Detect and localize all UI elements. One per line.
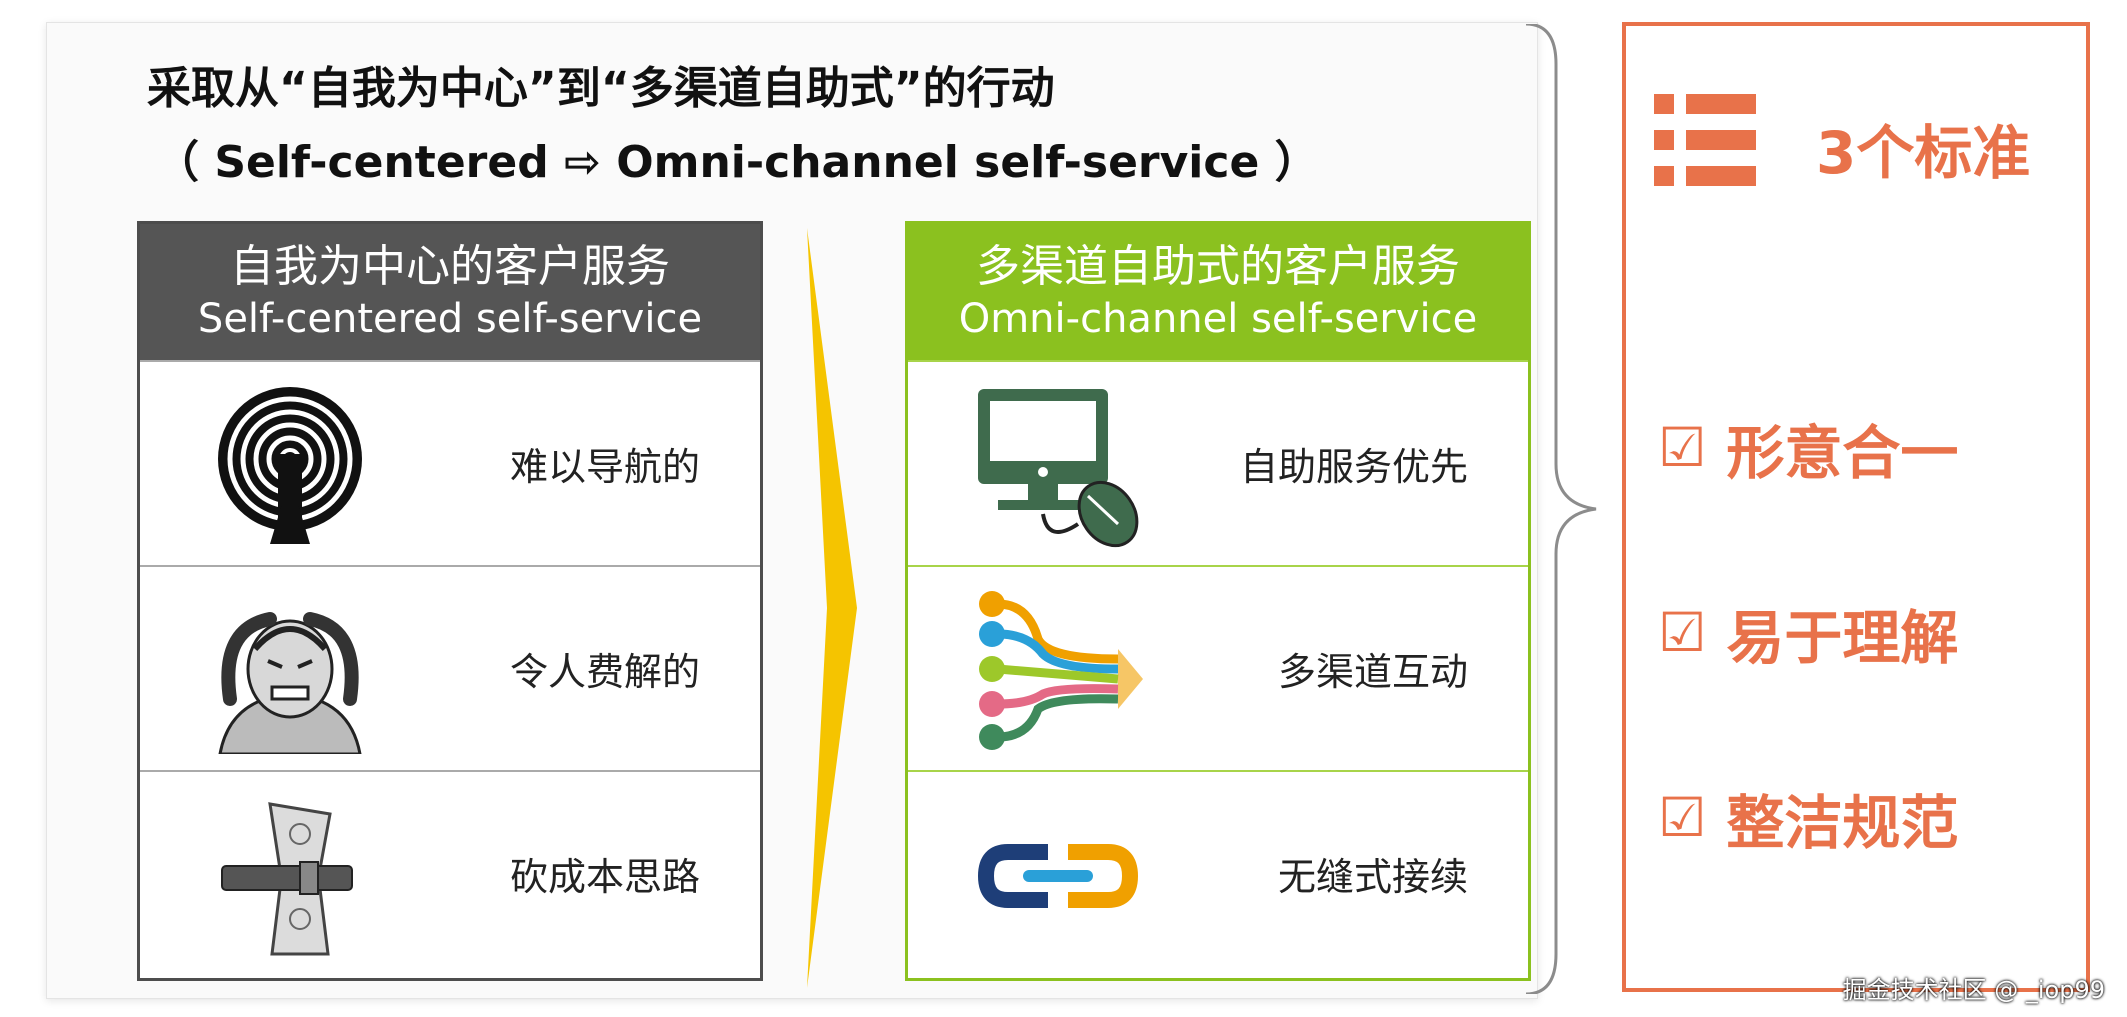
title-line-1: 采取从“自我为中心”到“多渠道自助式”的行动	[147, 63, 1055, 114]
omni-channel-header-en: Omni-channel self-service	[958, 296, 1478, 342]
standards-box: 3个标准 ☑ 形意合一 ☑ 易于理解 ☑ 整洁规范	[1622, 22, 2090, 992]
standard-item: ☑ 整洁规范	[1658, 776, 1958, 860]
slide: 采取从“自我为中心”到“多渠道自助式”的行动 （ Self-centered ⇨…	[46, 22, 1538, 999]
omni-channel-header: 多渠道自助式的客户服务 Omni-channel self-service	[908, 224, 1528, 360]
checkbox-icon: ☑	[1658, 601, 1707, 664]
maze-icon	[218, 387, 362, 544]
self-centered-header-zh: 自我为中心的客户服务	[230, 241, 670, 292]
checkbox-icon: ☑	[1658, 416, 1707, 479]
frustrated-man-icon	[218, 612, 362, 754]
self-centered-header-en: Self-centered self-service	[197, 296, 703, 342]
chain-link-icon	[977, 844, 1139, 908]
checkbox-icon: ☑	[1658, 786, 1707, 849]
list-item: 多渠道互动	[908, 565, 1528, 770]
list-item: 自助服务优先	[908, 360, 1528, 565]
multichannel-arrows-icon	[979, 591, 1143, 750]
omni-channel-header-zh: 多渠道自助式的客户服务	[976, 241, 1460, 292]
squeezed-money-icon	[221, 802, 353, 956]
row-label: 无缝式接续	[1277, 855, 1468, 899]
brace-icon	[1525, 24, 1597, 994]
standard-item: ☑ 形意合一	[1658, 406, 1958, 490]
standards-title: 3个标准	[1816, 119, 2031, 187]
list-item: 无缝式接续	[908, 770, 1528, 975]
standard-label: 整洁规范	[1726, 789, 1959, 857]
self-centered-header: 自我为中心的客户服务 Self-centered self-service	[140, 224, 760, 360]
standard-label: 易于理解	[1726, 604, 1959, 672]
self-centered-panel: 自我为中心的客户服务 Self-centered self-service 难以…	[137, 221, 763, 981]
standard-item: ☑ 易于理解	[1658, 591, 1958, 675]
list-item: 难以导航的	[140, 360, 760, 565]
row-label: 多渠道互动	[1277, 650, 1468, 694]
list-icon	[1654, 94, 1756, 186]
list-item: 令人费解的	[140, 565, 760, 770]
computer-mouse-icon	[978, 389, 1139, 548]
row-label: 自助服务优先	[1239, 445, 1468, 489]
omni-channel-panel: 多渠道自助式的客户服务 Omni-channel self-service 自助…	[905, 221, 1531, 981]
title-line-2: （ Self-centered ⇨ Omni-channel self-serv…	[155, 137, 1319, 188]
row-label: 砍成本思路	[509, 855, 700, 899]
row-label: 令人费解的	[509, 650, 700, 694]
standard-label: 形意合一	[1726, 419, 1959, 487]
list-item: 砍成本思路	[140, 770, 760, 975]
watermark: 掘金技术社区 @ _iop99	[1842, 976, 2105, 1004]
row-label: 难以导航的	[509, 445, 700, 489]
transition-arrow-icon	[807, 228, 857, 988]
